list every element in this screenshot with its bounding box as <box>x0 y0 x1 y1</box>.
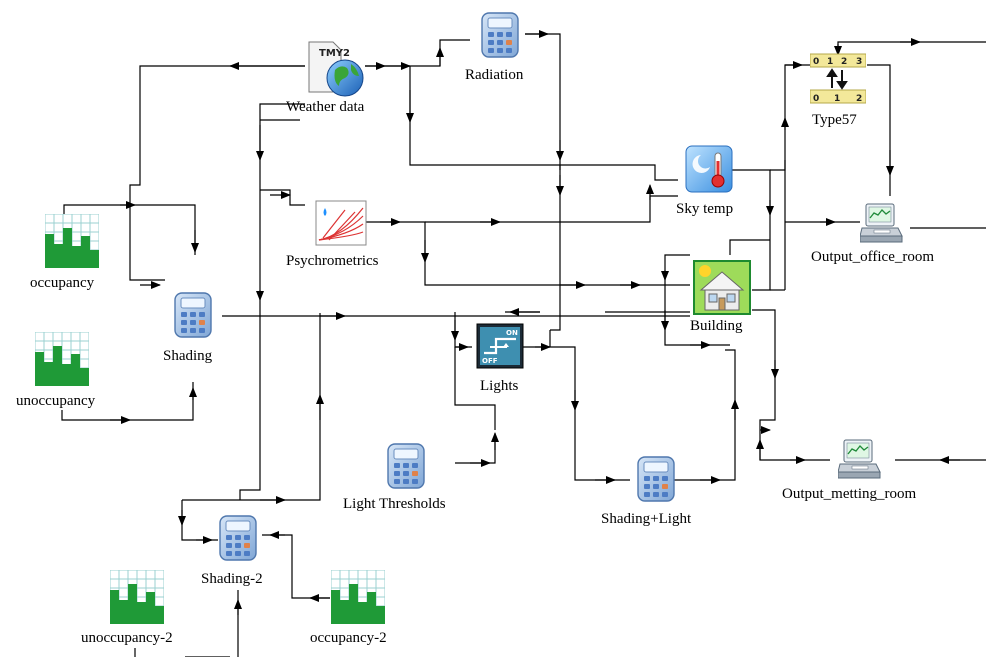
unoccupancy-2-label: unoccupancy-2 <box>81 630 173 646</box>
calculator-equation-icon <box>637 456 675 502</box>
unit-conversion-icon: 0 1 2 3 0 1 2 <box>810 53 866 104</box>
weather-data-label: Weather data <box>286 99 365 115</box>
psychrometric-chart-icon <box>315 200 367 246</box>
shading-label: Shading <box>163 348 213 364</box>
ruler-top-1: 1 <box>827 57 833 67</box>
ruler-top-0: 0 <box>813 57 819 67</box>
sky-temp-label: Sky temp <box>676 201 734 217</box>
building-label: Building <box>690 318 743 334</box>
calculator-equation-icon <box>387 443 425 489</box>
unoccupancy-label: unoccupancy <box>16 393 96 409</box>
light-thresholds-label: Light Thresholds <box>343 496 446 512</box>
unoccupancy-2-schedule-component[interactable] <box>110 570 164 624</box>
on-text: ON <box>506 329 518 337</box>
bar-schedule-icon <box>331 570 385 624</box>
occupancy-2-schedule-component[interactable] <box>331 570 385 624</box>
shading-2-label: Shading-2 <box>201 571 263 587</box>
occupancy-schedule-component[interactable] <box>45 214 99 268</box>
on-off-controller-icon: ON OFF <box>476 323 524 369</box>
building-component[interactable] <box>693 260 751 315</box>
unoccupancy-schedule-component[interactable] <box>35 332 89 386</box>
shading-component[interactable] <box>173 292 213 338</box>
tmy2-label: TMY2 <box>319 48 350 59</box>
type57-component[interactable]: 0 1 2 3 0 1 2 <box>810 52 866 104</box>
output-office-room-label: Output_office_room <box>811 249 935 265</box>
ruler-bottom-2: 2 <box>856 94 862 104</box>
calculator-equation-icon <box>174 292 212 338</box>
building-house-icon <box>693 260 751 315</box>
online-plotter-printer-icon <box>860 203 903 243</box>
ruler-top-2: 2 <box>841 57 847 67</box>
calculator-equation-icon <box>481 12 519 58</box>
shading-light-component[interactable] <box>636 456 676 502</box>
output-metting-room-component[interactable] <box>838 438 884 480</box>
sky-temperature-icon <box>685 145 733 193</box>
occupancy-label: occupancy <box>30 275 95 291</box>
weather-data-component[interactable]: TMY2 <box>305 40 365 100</box>
ruler-bottom-1: 1 <box>834 94 840 104</box>
ruler-bottom-0: 0 <box>813 94 819 104</box>
sky-temp-component[interactable] <box>685 145 733 193</box>
output-office-room-component[interactable] <box>860 202 906 244</box>
radiation-component[interactable] <box>480 12 520 58</box>
type57-label: Type57 <box>812 112 857 128</box>
psychrometrics-component[interactable] <box>315 200 367 246</box>
lights-label: Lights <box>480 378 519 394</box>
light-thresholds-component[interactable] <box>386 443 426 489</box>
psychrometrics-label: Psychrometrics <box>286 253 379 269</box>
occupancy-2-label: occupancy-2 <box>310 630 387 646</box>
online-plotter-printer-icon <box>838 439 881 479</box>
shading-2-component[interactable] <box>218 515 258 561</box>
bar-schedule-icon <box>110 570 164 624</box>
ruler-top-3: 3 <box>856 57 862 67</box>
lights-component[interactable]: ON OFF <box>476 323 524 369</box>
output-metting-room-label: Output_metting_room <box>782 486 917 502</box>
calculator-equation-icon <box>219 515 257 561</box>
bar-schedule-icon <box>45 214 99 268</box>
tmy2-weather-globe-icon: TMY2 <box>308 41 364 97</box>
bar-schedule-icon <box>35 332 89 386</box>
shading-light-label: Shading+Light <box>601 511 692 527</box>
radiation-label: Radiation <box>465 67 524 83</box>
off-text: OFF <box>482 357 498 365</box>
